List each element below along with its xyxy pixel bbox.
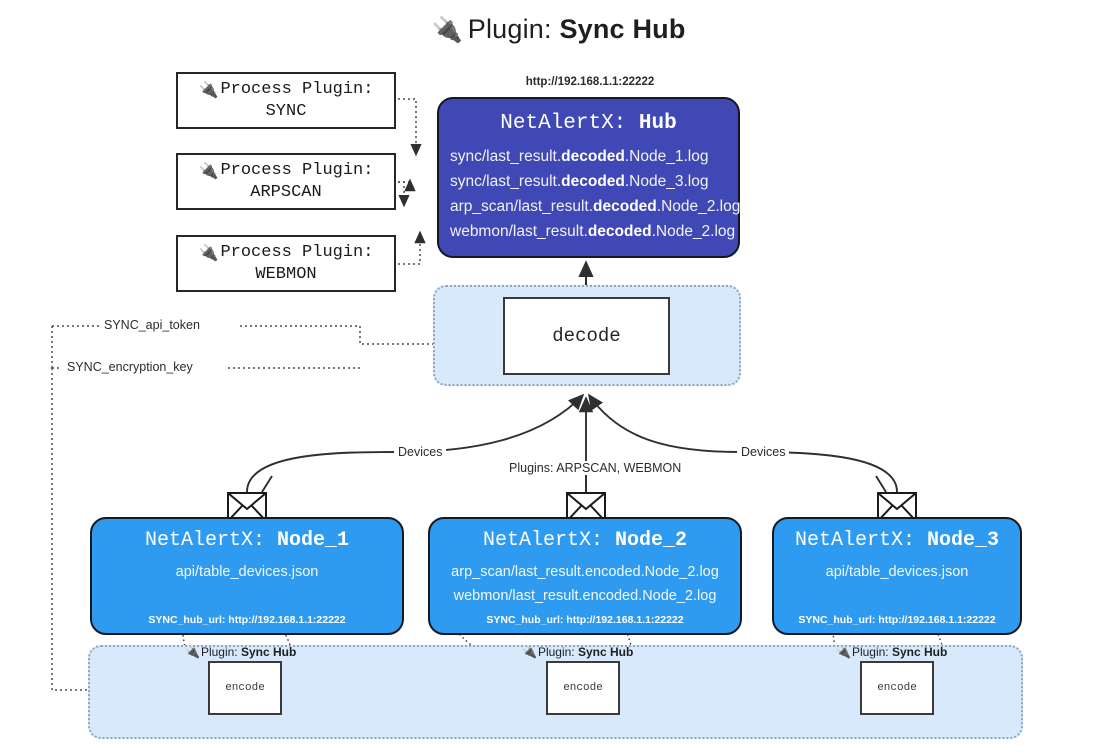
encoder-plugin-label-3: 🔌Plugin: Sync Hub [836,645,948,659]
node-box-node-2[interactable]: NetAlertX: Node_2 arp_scan/last_result.e… [428,517,742,635]
process-plugin-heading: Process Plugin: [220,80,374,100]
plug-icon: 🔌 [198,79,219,99]
hub-log-line: sync/last_result.decoded.Node_1.log [450,148,709,165]
encode-box-node-1[interactable]: encode [208,661,282,715]
node-line: webmon/last_result.encoded.Node_2.log [453,587,717,604]
decode-box[interactable]: decode [503,297,670,375]
page-title-prefix: Plugin: [467,14,552,44]
encode-box-node-3[interactable]: encode [860,661,934,715]
process-plugin-name: WEBMON [255,264,317,284]
node-line: arp_scan/last_result.encoded.Node_2.log [451,564,719,580]
setting-label-encryption-key: SYNC_encryption_key [63,360,197,374]
page-title-name: Sync Hub [559,14,686,44]
decode-label: decode [552,325,621,347]
hub-url-label: http://192.168.1.1:22222 [525,76,655,88]
setting-label-api-token: SYNC_api_token [100,318,204,332]
node-line: api/table_devices.json [825,564,969,580]
node-footer: SYNC_hub_url: http://192.168.1.1:22222 [148,614,346,626]
hub-log-line: webmon/last_result.decoded.Node_2.log [450,223,736,241]
process-plugin-name: ARPSCAN [250,182,322,202]
edge-label-devices-left: Devices [394,445,447,459]
node-line: api/table_devices.json [175,564,319,580]
hub-log-line: arp_scan/last_result.decoded.Node_2.log [450,198,741,216]
plug-icon: 🔌 [198,160,219,180]
hub-title: NetAlertX: Hub [439,112,738,135]
envelope-icon-node-2 [566,492,606,527]
node-lines: api/table_devices.json [774,561,1020,585]
encode-label: encode [877,682,917,694]
hub-node-name: Hub [638,112,677,135]
plug-icon: 🔌 [836,645,851,659]
node-lines: arp_scan/last_result.encoded.Node_2.log … [430,561,740,609]
hub-box[interactable]: NetAlertX: Hub sync/last_result.decoded.… [437,97,740,258]
process-plugin-box-arpscan[interactable]: 🔌Process Plugin: ARPSCAN [176,153,396,210]
node-footer: SYNC_hub_url: http://192.168.1.1:22222 [486,614,684,626]
envelope-icon-node-3 [877,492,917,527]
plug-icon: 🔌 [185,645,200,659]
node-box-node-1[interactable]: NetAlertX: Node_1 api/table_devices.json… [90,517,404,635]
node-lines: api/table_devices.json [92,561,402,585]
process-plugin-box-sync[interactable]: 🔌Process Plugin: SYNC [176,72,396,129]
page-title: 🔌Plugin: Sync Hub [0,14,1117,45]
process-plugin-heading: Process Plugin: [220,161,374,181]
encode-label: encode [563,682,603,694]
envelope-icon-node-1 [227,492,267,527]
node-title: NetAlertX: Node_1 [144,529,350,552]
process-plugin-heading: Process Plugin: [220,243,374,263]
plug-icon: 🔌 [431,16,463,44]
process-plugin-box-webmon[interactable]: 🔌Process Plugin: WEBMON [176,235,396,292]
encode-label: encode [225,682,265,694]
encoder-plugin-label-2: 🔌Plugin: Sync Hub [522,645,634,659]
encoder-plugin-label-1: 🔌Plugin: Sync Hub [185,645,297,659]
edge-label-devices-right: Devices [737,445,790,459]
node-title: NetAlertX: Node_3 [794,529,1000,552]
hub-log-line: sync/last_result.decoded.Node_3.log [450,173,709,191]
plug-icon: 🔌 [198,242,219,262]
plug-icon: 🔌 [522,645,537,659]
node-box-node-3[interactable]: NetAlertX: Node_3 api/table_devices.json… [772,517,1022,635]
encode-box-node-2[interactable]: encode [546,661,620,715]
hub-app-name: NetAlertX: [500,112,627,135]
process-plugin-name: SYNC [265,101,307,121]
node-footer: SYNC_hub_url: http://192.168.1.1:22222 [798,614,996,626]
edge-label-plugins-center: Plugins: ARPSCAN, WEBMON [505,461,686,475]
node-title: NetAlertX: Node_2 [482,529,688,552]
